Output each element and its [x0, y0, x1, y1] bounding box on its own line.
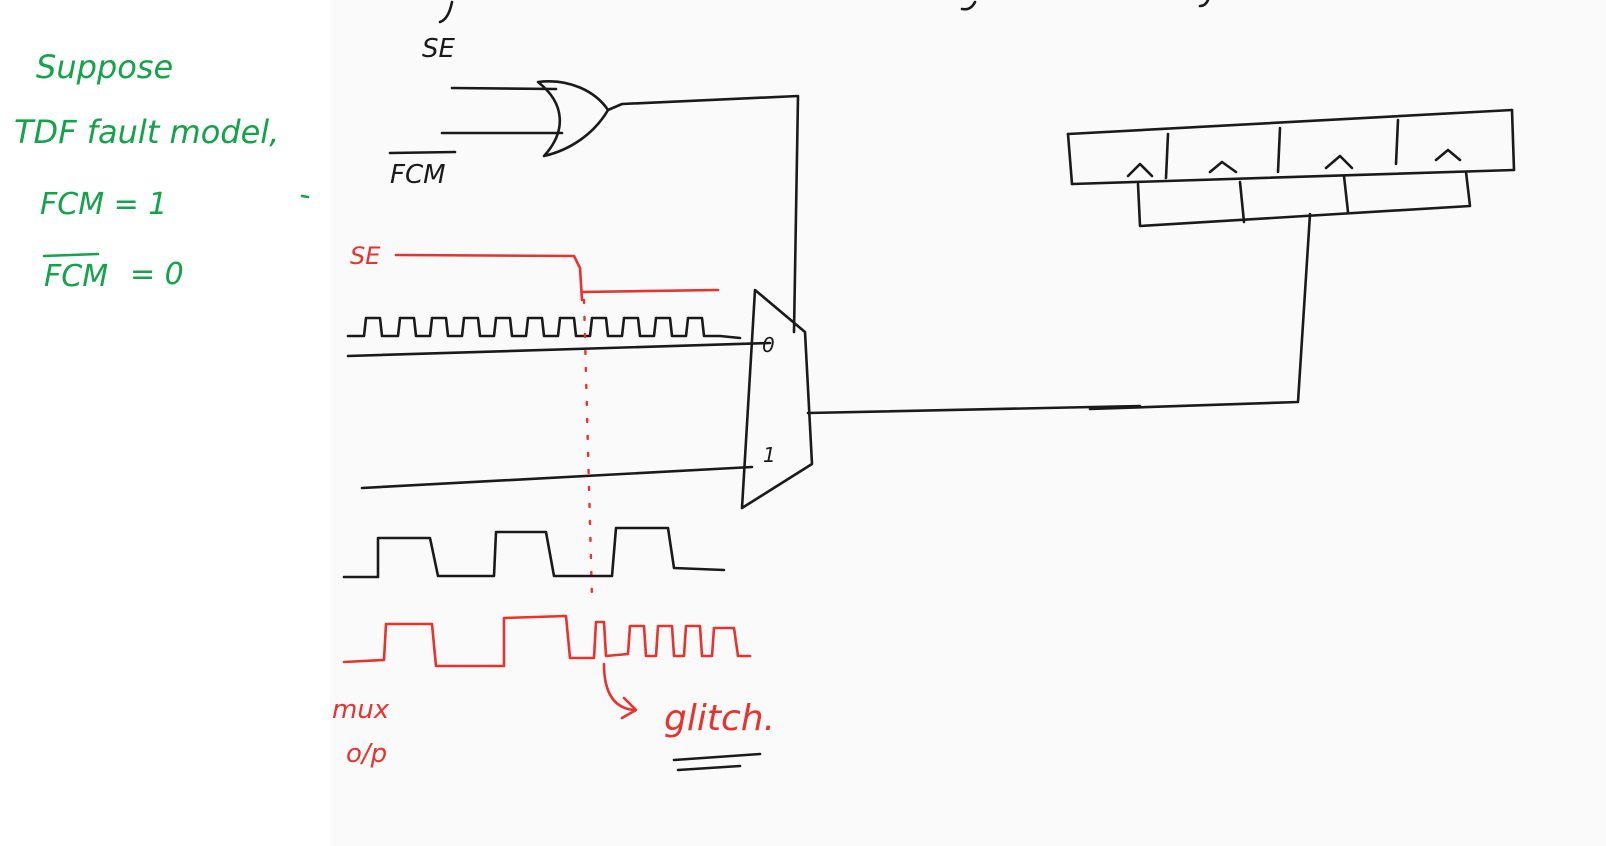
- scan-chain-registers: [1066, 108, 1516, 228]
- register-box-top: [1066, 108, 1514, 136]
- mux-input-1-label: 1: [763, 443, 776, 467]
- top-stray-stroke-1: [438, 0, 454, 24]
- mux-input-0-label: 0: [762, 333, 775, 357]
- register-divider-1: [1164, 132, 1170, 180]
- register-clock-marker-1: [1126, 162, 1154, 178]
- register-clock-tap-3: [1342, 174, 1350, 214]
- register-box-left: [1066, 132, 1074, 186]
- se-waveform: [394, 253, 720, 302]
- glitch-arrow: [602, 662, 638, 720]
- or-input-fcm-label: FCM: [390, 160, 446, 190]
- register-divider-3: [1394, 118, 1400, 166]
- mux-output-waveform: [342, 614, 752, 668]
- multiplexer: 0 1: [346, 212, 1312, 510]
- note-stray-mark: [300, 194, 310, 199]
- register-clock-marker-4: [1434, 148, 1462, 162]
- register-clock-tap-2: [1238, 180, 1246, 224]
- register-clock-marker-3: [1324, 154, 1354, 170]
- register-divider-2: [1276, 126, 1282, 174]
- note-fcm-equals-one: FCM = 1: [40, 187, 167, 222]
- or-gate: SE FCM: [388, 34, 800, 334]
- note-fcm-overbar: [42, 252, 100, 258]
- timing-waveforms: SE mux o/p glitch.: [332, 242, 775, 772]
- register-box-bottom: [1070, 168, 1516, 186]
- or-input-fcm-overbar: [388, 150, 457, 155]
- top-stray-stroke-3: [1198, 0, 1210, 8]
- or-input-top-wire: [450, 86, 558, 91]
- or-gate-body: [536, 80, 610, 158]
- note-fcm-bar-value: = 0: [130, 257, 184, 292]
- se-waveform-label: SE: [350, 242, 381, 270]
- glitch-underline-2: [676, 764, 742, 772]
- note-suppose: Suppose: [36, 48, 173, 86]
- fast-clock-waveform: [346, 316, 742, 340]
- note-fcm-bar: FCM: [44, 259, 108, 294]
- mux-output-label-line2: o/p: [346, 739, 387, 769]
- mux-output-label-line1: mux: [332, 695, 390, 725]
- mux-output-wire-overstroke: [1088, 212, 1312, 411]
- glitch-underline-1: [672, 752, 762, 762]
- or-input-se-label: SE: [422, 34, 456, 64]
- mux-output-wire: [806, 404, 1142, 415]
- notes-block: Suppose TDF fault model, FCM = 1 FCM = 0: [14, 48, 310, 294]
- mux-body: [740, 288, 814, 510]
- glitch-label: glitch.: [664, 698, 775, 739]
- register-clock-bus: [1136, 170, 1472, 228]
- mux-input-1-wire: [360, 465, 754, 490]
- or-output-wire: [606, 94, 800, 334]
- mux-input-0-wire: [346, 341, 772, 358]
- register-box-right: [1510, 108, 1516, 172]
- left-margin-panel: [0, 0, 330, 846]
- slow-clock-waveform: [342, 526, 726, 579]
- note-fault-model: TDF fault model,: [14, 113, 279, 151]
- whiteboard-panel: [330, 0, 1606, 846]
- top-stray-stroke-2: [960, 0, 977, 11]
- register-clock-marker-2: [1208, 160, 1238, 174]
